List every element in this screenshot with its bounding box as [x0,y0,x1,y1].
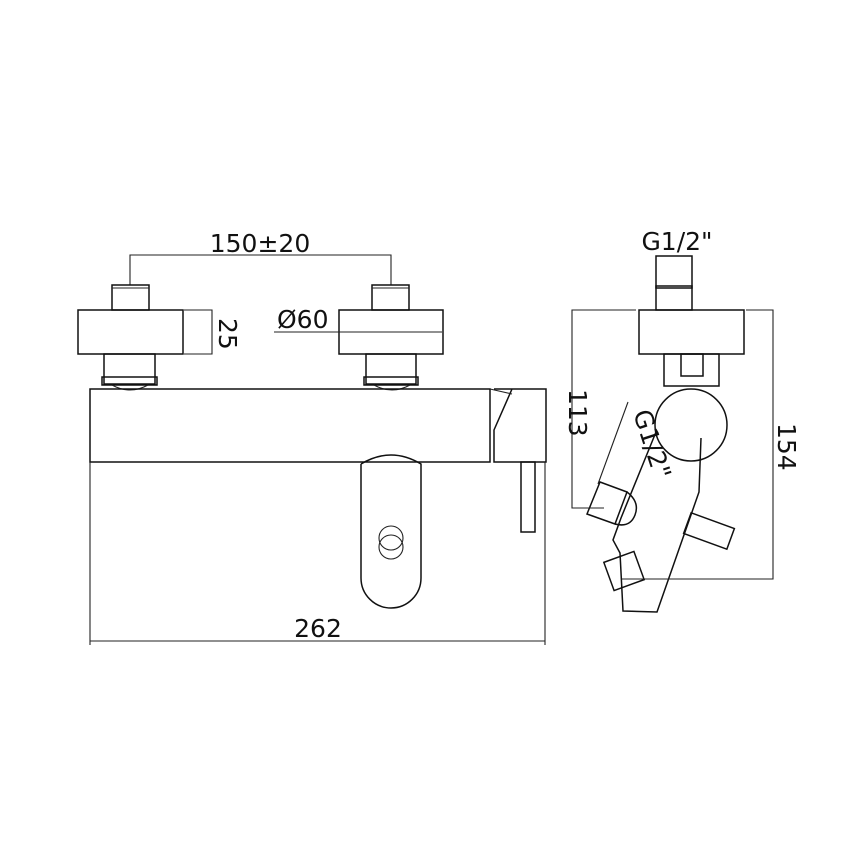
overall-depth-dim-line [622,309,774,580]
side-view: G1/2" G1/2" 113 154 [563,227,801,613]
side-body-circle [654,388,728,462]
inlet-thread-label: G1/2" [641,227,712,256]
outlet-connector [586,481,638,526]
side-flange [638,309,745,355]
inlet-spacing-dim-line [129,254,392,285]
hose-connector [602,550,646,592]
outlet-depth-label: 113 [563,389,592,437]
lever-handle [682,511,736,551]
outlet-thread-label: G1/2" [627,406,677,483]
mixer-body [89,388,491,463]
flange-diameter-label: Ø60 [277,305,329,334]
spout-arm [612,431,702,613]
inlet-thread-stub [655,255,693,289]
outlet-depth-dim-line [571,309,636,509]
flange-thickness-dim-line [184,309,213,355]
overall-depth-label: 154 [772,423,801,471]
front-view: 150±20 25 Ø60 [77,229,547,645]
right-inlet-connector [338,284,444,391]
flange-thickness-label: 25 [213,318,242,350]
overall-width-label: 262 [294,614,342,643]
inlet-spacing-label: 150±20 [210,229,310,258]
outlet-thread-leader [597,401,629,485]
end-cap-handle [489,388,547,533]
left-inlet-connector [77,284,184,391]
diverter-knob [360,454,422,609]
